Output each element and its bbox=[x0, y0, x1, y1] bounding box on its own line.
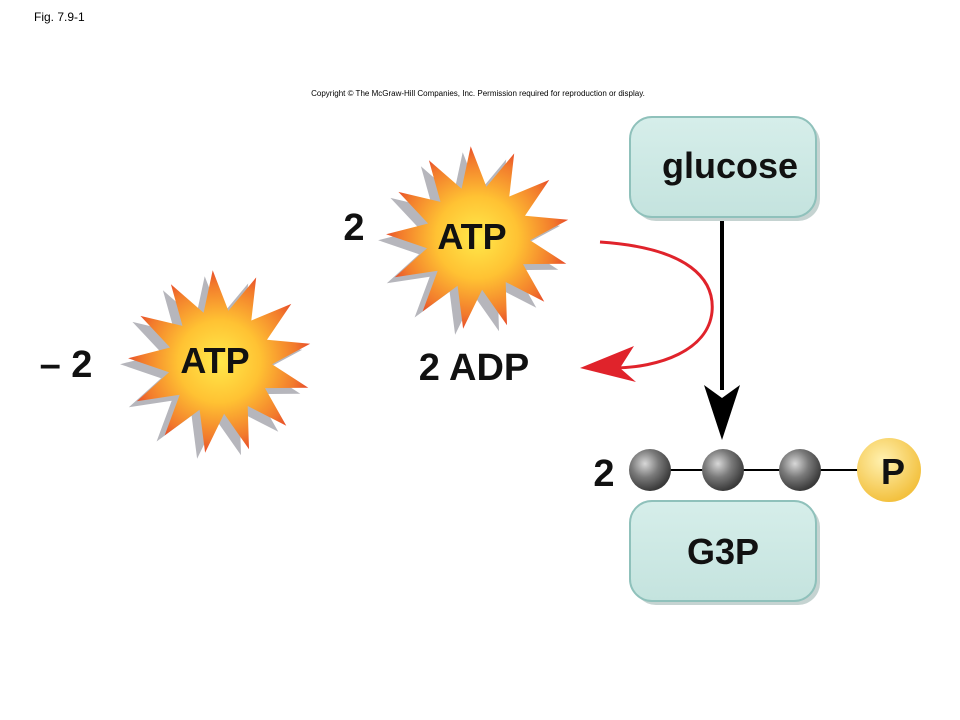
g3p-count: 2 bbox=[593, 453, 614, 495]
atp-input-count: 2 bbox=[343, 207, 364, 249]
adp-output-label: 2 ADP bbox=[419, 347, 530, 389]
phosphate-circle bbox=[857, 438, 921, 502]
glucose-to-g3p-arrow bbox=[704, 221, 740, 440]
carbon-atom-2 bbox=[702, 449, 744, 491]
phosphate-label: P bbox=[881, 451, 905, 492]
carbon-atom-1 bbox=[629, 449, 671, 491]
g3p-molecule: 2 P bbox=[593, 438, 921, 502]
g3p-label: G3P bbox=[687, 531, 759, 572]
atp-to-adp-arrow bbox=[580, 240, 714, 382]
net-atp-label: ATP bbox=[180, 340, 249, 381]
atp-input-burst: ATP bbox=[378, 146, 569, 335]
net-atp-count: – 2 bbox=[40, 344, 93, 386]
figure-label: Fig. 7.9-1 bbox=[34, 10, 85, 24]
atp-input-label: ATP bbox=[437, 216, 506, 257]
copyright-notice: Copyright © The McGraw-Hill Companies, I… bbox=[311, 89, 645, 98]
g3p-box: G3P bbox=[629, 500, 820, 605]
carbon-atom-3 bbox=[779, 449, 821, 491]
net-atp-burst: ATP bbox=[120, 270, 311, 459]
glucose-box: glucose bbox=[629, 116, 820, 221]
glucose-label: glucose bbox=[662, 145, 798, 186]
